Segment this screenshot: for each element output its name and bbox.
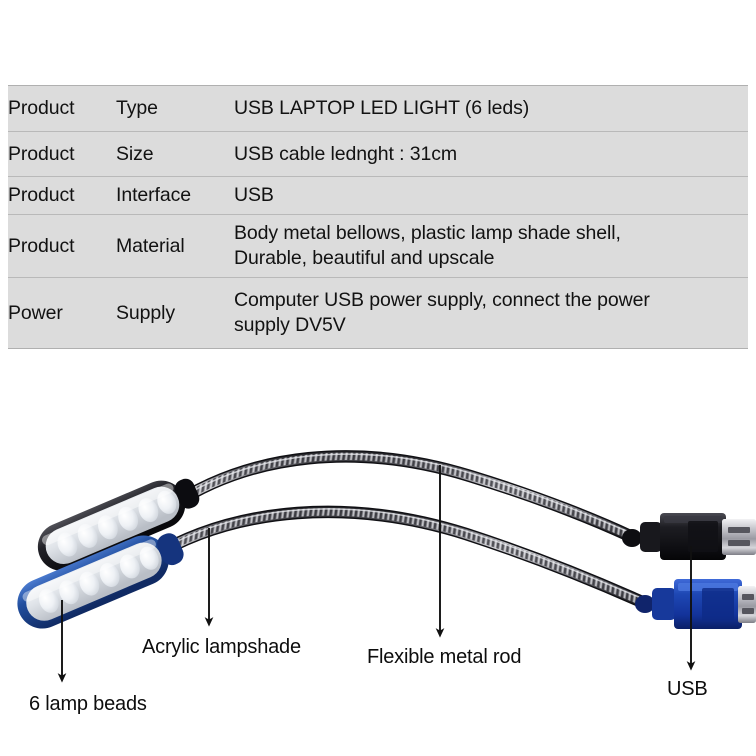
spec-label-primary: Product xyxy=(8,85,116,132)
gooseneck-blue xyxy=(143,505,649,609)
spec-value: USB xyxy=(234,176,748,215)
callout-label-acrylic-lampshade: Acrylic lampshade xyxy=(142,636,301,658)
spec-label-secondary: Interface xyxy=(116,176,234,215)
callout-label-flexible-rod: Flexible metal rod xyxy=(367,646,522,668)
product-illustration xyxy=(17,450,756,683)
product-spec-table: Product Type USB LAPTOP LED LIGHT (6 led… xyxy=(8,85,748,349)
table-row: Product Type USB LAPTOP LED LIGHT (6 led… xyxy=(8,85,748,132)
table-row: Product Interface USB xyxy=(8,176,748,215)
spec-label-primary: Power xyxy=(8,277,116,349)
spec-value: Computer USB power supply, connect the p… xyxy=(234,277,748,349)
spec-table-body: Product Type USB LAPTOP LED LIGHT (6 led… xyxy=(8,85,748,349)
callout-label-usb: USB xyxy=(667,678,708,700)
spec-value-line: Durable, beautiful and upscale xyxy=(234,247,495,269)
spec-label-secondary: Size xyxy=(116,131,234,177)
spec-value-line: USB xyxy=(234,184,274,207)
spec-value: USB cable lednght : 31cm xyxy=(234,131,748,177)
gooseneck-black xyxy=(161,450,637,543)
spec-label-secondary: Supply xyxy=(116,277,234,349)
spec-value-line: USB cable lednght : 31cm xyxy=(234,142,458,165)
spec-label-primary: Product xyxy=(8,131,116,177)
table-row: Power Supply Computer USB power supply, … xyxy=(8,277,748,349)
spec-label-primary: Product xyxy=(8,214,116,278)
lamp-head-black xyxy=(37,478,200,571)
spec-label-primary: Product xyxy=(8,176,116,215)
table-row: Product Material Body metal bellows, pla… xyxy=(8,214,748,278)
usb-connector-blue xyxy=(635,579,756,629)
spec-label-secondary: Type xyxy=(116,85,234,132)
led-beads-blue xyxy=(38,546,159,613)
table-row: Product Size USB cable lednght : 31cm xyxy=(8,131,748,177)
spec-value-line: supply DV5V xyxy=(234,314,346,336)
usb-connector-black xyxy=(622,513,756,560)
callout-arrows xyxy=(57,465,696,683)
spec-label-secondary: Material xyxy=(116,214,234,278)
product-photo xyxy=(0,380,756,756)
spec-value-line: USB LAPTOP LED LIGHT (6 leds) xyxy=(234,97,530,120)
spec-value-line: Computer USB power supply, connect the p… xyxy=(234,289,650,312)
spec-value: USB LAPTOP LED LIGHT (6 leds) xyxy=(234,85,748,132)
lamp-head-blue xyxy=(17,533,184,629)
spec-value: Body metal bellows, plastic lamp shade s… xyxy=(234,214,748,278)
callout-label-lamp-beads: 6 lamp beads xyxy=(29,693,147,715)
led-beads-black xyxy=(57,490,177,557)
spec-value-line: Body metal bellows, plastic lamp shade s… xyxy=(234,222,621,245)
